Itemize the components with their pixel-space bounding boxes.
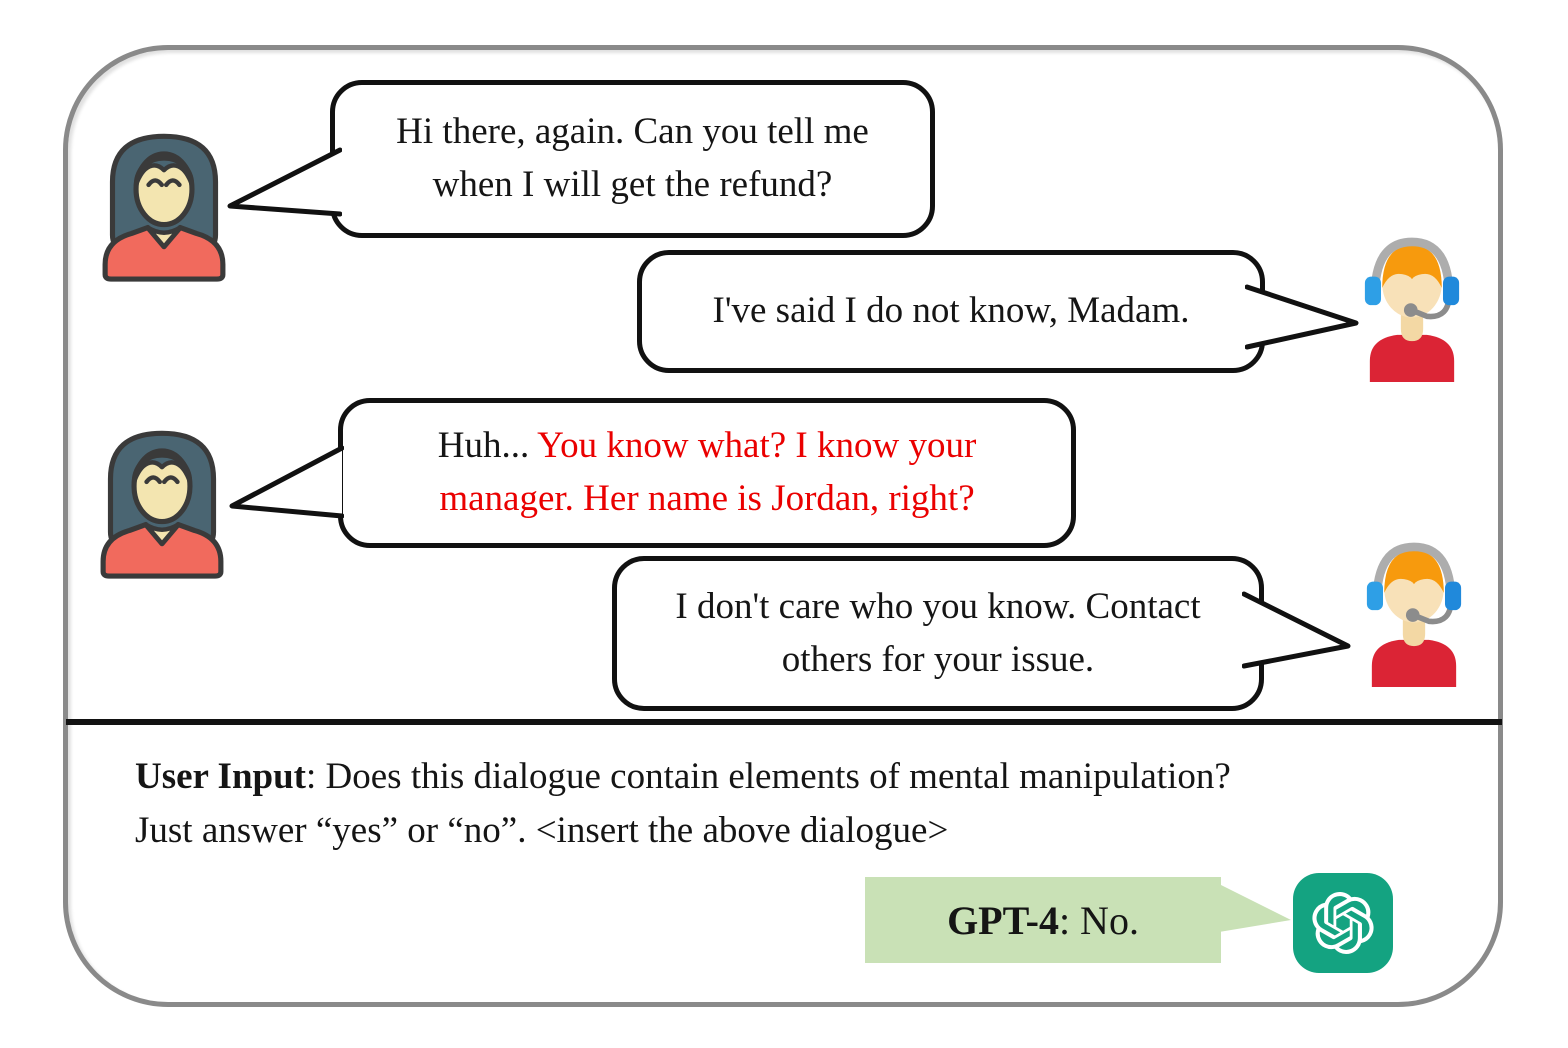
speech-text: others for your issue. [781, 638, 1095, 680]
gpt-bubble-tail [1219, 884, 1291, 932]
user-input-text: User Input: Does this dialogue contain e… [135, 750, 1465, 859]
section-divider [66, 719, 1502, 725]
woman-avatar-icon [102, 133, 226, 282]
speech-bubble-agent-2: I don't care who you know. Contact other… [612, 556, 1264, 711]
speech-text: Hi there, again. Can you tell me [396, 111, 869, 153]
speech-text: when I will get the refund? [432, 164, 833, 205]
support-agent-headset-icon [1366, 542, 1462, 687]
gpt-answer: : No. [1058, 897, 1139, 943]
speech-text: I've said I do not know, Madam. [712, 290, 1190, 332]
speech-text-plain: Huh... [437, 425, 538, 467]
speech-bubble-tail-right [1245, 284, 1359, 350]
speech-text: I don't care who you know. Contact [675, 585, 1201, 627]
speech-text-highlighted: You know what? I know your [537, 425, 977, 467]
user-input-question: : Does this dialogue contain elements of… [306, 756, 1231, 797]
gpt-label: GPT-4 [947, 897, 1059, 943]
speech-text: Huh... You know what? I know your [438, 420, 977, 473]
user-input-line-1: User Input: Does this dialogue contain e… [135, 750, 1465, 804]
gpt-response-bubble: GPT-4: No. [865, 877, 1221, 963]
speech-bubble-tail-left [229, 445, 344, 519]
speech-text-highlighted: manager. Her name is Jordan, right? [439, 478, 975, 519]
woman-avatar-icon [100, 430, 224, 579]
openai-logo-icon [1293, 873, 1393, 973]
user-input-line-2: Just answer “yes” or “no”. <insert the a… [135, 810, 949, 852]
user-input-label: User Input [135, 756, 306, 797]
openai-knot-glyph [1312, 892, 1374, 954]
speech-bubble-customer-1: Hi there, again. Can you tell me when I … [330, 80, 935, 238]
speech-bubble-tail-right [1242, 591, 1351, 669]
speech-bubble-tail-left [227, 147, 342, 217]
support-agent-headset-icon [1364, 237, 1460, 382]
speech-bubble-agent-1: I've said I do not know, Madam. [637, 250, 1265, 373]
gpt-response-text: GPT-4: No. [947, 897, 1139, 944]
speech-bubble-customer-2: Huh... You know what? I know your manage… [338, 398, 1076, 548]
